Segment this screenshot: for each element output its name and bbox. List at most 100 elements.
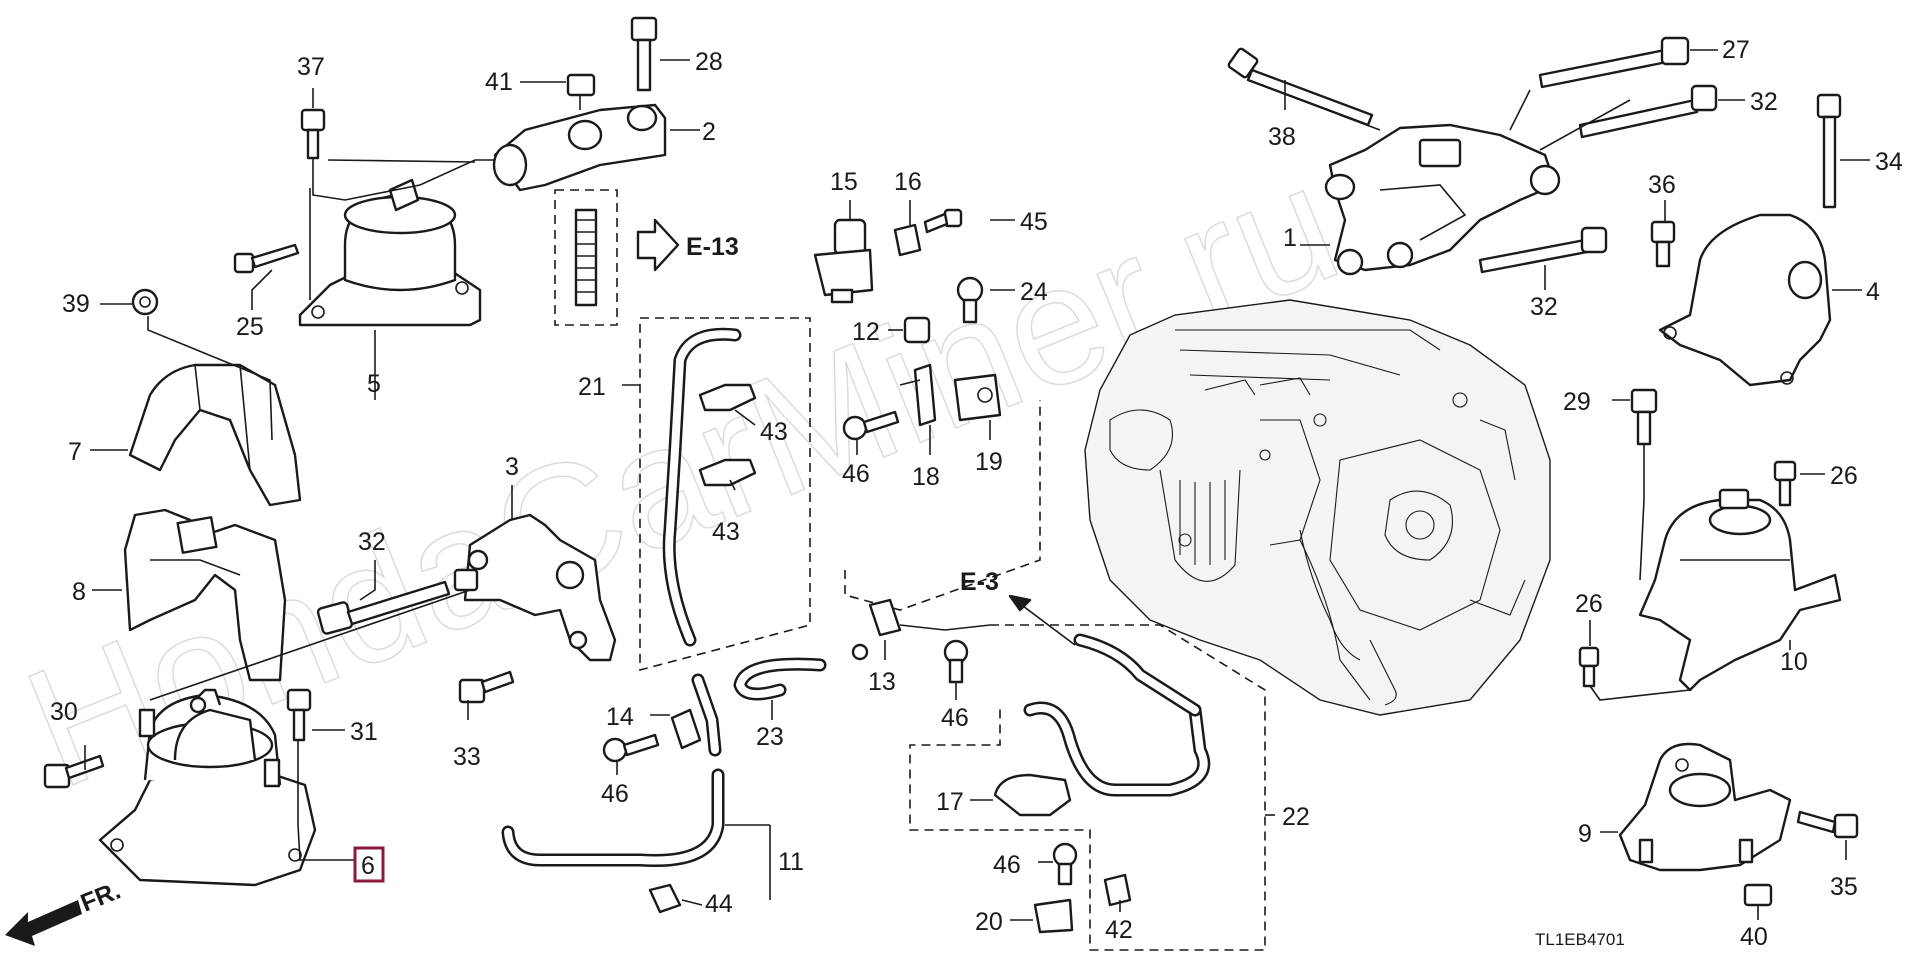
callout-22[interactable]: 22: [1282, 803, 1310, 831]
part-10-mount[interactable]: [1638, 488, 1842, 692]
clip-43-upper[interactable]: [698, 383, 757, 412]
stud-bolt[interactable]: [554, 189, 618, 326]
callout-5[interactable]: 5: [367, 370, 381, 398]
clip-44[interactable]: [648, 883, 682, 914]
bolt-33[interactable]: [458, 670, 515, 704]
callout-37[interactable]: 37: [297, 53, 325, 81]
callout-32-left[interactable]: 32: [358, 528, 386, 556]
callout-18[interactable]: 18: [912, 463, 940, 491]
callout-46-lower[interactable]: 46: [993, 851, 1021, 879]
callout-10[interactable]: 10: [1780, 648, 1808, 676]
callout-44[interactable]: 44: [705, 890, 733, 918]
callout-16[interactable]: 16: [894, 168, 922, 196]
callout-34[interactable]: 34: [1875, 148, 1903, 176]
callout-1[interactable]: 1: [1283, 224, 1297, 252]
callout-28[interactable]: 28: [695, 48, 723, 76]
part-1-bracket[interactable]: [1324, 123, 1561, 276]
part-14-bracket[interactable]: [670, 673, 722, 757]
bolt-46-middle[interactable]: [943, 639, 969, 684]
bolt-36[interactable]: [1650, 220, 1676, 268]
part-11-hose[interactable]: [501, 768, 771, 900]
part-4-mount[interactable]: [1658, 213, 1832, 387]
callout-31[interactable]: 31: [350, 718, 378, 746]
bolt-31[interactable]: [286, 688, 312, 742]
callout-17[interactable]: 17: [936, 788, 964, 816]
callout-27[interactable]: 27: [1722, 36, 1750, 64]
bolt-45[interactable]: [923, 208, 963, 234]
callout-43-upper[interactable]: 43: [760, 418, 788, 446]
callout-42[interactable]: 42: [1105, 916, 1133, 944]
bolt-46-left[interactable]: [602, 733, 660, 763]
part-22-hose-assembly[interactable]: [909, 624, 1266, 951]
callout-14[interactable]: 14: [606, 703, 634, 731]
part-7-cover[interactable]: [128, 363, 302, 507]
callout-13[interactable]: 13: [868, 668, 896, 696]
part-23-hose[interactable]: [733, 400, 1041, 701]
callout-33[interactable]: 33: [453, 743, 481, 771]
callout-40[interactable]: 40: [1740, 923, 1768, 951]
callout-32-upper[interactable]: 32: [1750, 88, 1778, 116]
callout-24[interactable]: 24: [1020, 278, 1048, 306]
callout-20[interactable]: 20: [975, 908, 1003, 936]
bolt-35[interactable]: [1796, 810, 1859, 839]
part-21-hose-assembly[interactable]: [639, 317, 811, 672]
bolt-28[interactable]: [630, 16, 658, 92]
callout-26-upper[interactable]: 26: [1830, 462, 1858, 490]
part-18-bracket[interactable]: [899, 363, 937, 427]
reference-label-e3[interactable]: E-3: [960, 568, 999, 596]
callout-8[interactable]: 8: [72, 578, 86, 606]
part-13-sensor[interactable]: [851, 598, 991, 661]
bolt-32-long-left[interactable]: [316, 580, 451, 635]
callout-12[interactable]: 12: [852, 318, 880, 346]
callout-41[interactable]: 41: [485, 68, 513, 96]
part-9-mount[interactable]: [1618, 742, 1792, 872]
part-19-bracket[interactable]: [953, 373, 1002, 422]
part-17-clamp[interactable]: [993, 773, 1072, 817]
bolt-38-long[interactable]: [1227, 47, 1374, 127]
callout-45[interactable]: 45: [1020, 208, 1048, 236]
bolt-26-lower[interactable]: [1578, 646, 1600, 688]
callout-46-left[interactable]: 46: [601, 780, 629, 808]
callout-46-middle[interactable]: 46: [941, 704, 969, 732]
bolt-32-lower-right[interactable]: [1478, 226, 1608, 274]
bolt-25[interactable]: [233, 243, 300, 274]
callout-36[interactable]: 36: [1648, 171, 1676, 199]
part-2-bracket[interactable]: [492, 103, 667, 192]
reference-label-e13[interactable]: E-13: [686, 233, 739, 261]
part-15-solenoid[interactable]: [813, 218, 874, 304]
part-5-mount-rubber[interactable]: [298, 178, 482, 327]
clip-43-lower[interactable]: [698, 458, 757, 487]
callout-30[interactable]: 30: [50, 698, 78, 726]
callout-23[interactable]: 23: [756, 723, 784, 751]
bolt-46-upper[interactable]: [842, 410, 900, 441]
bolt-29[interactable]: [1630, 388, 1658, 446]
bolt-24[interactable]: [956, 276, 984, 324]
bolt-46-lower[interactable]: [1052, 842, 1078, 886]
nut-41[interactable]: [566, 73, 596, 97]
callout-9[interactable]: 9: [1578, 820, 1592, 848]
callout-4[interactable]: 4: [1866, 278, 1880, 306]
part-3-bracket[interactable]: [453, 513, 617, 662]
nut-39[interactable]: [131, 288, 159, 316]
callout-3[interactable]: 3: [505, 453, 519, 481]
callout-6[interactable]: 6: [361, 852, 375, 880]
part-42-clip[interactable]: [1103, 873, 1132, 907]
part-8-cover[interactable]: [123, 508, 287, 682]
callout-43-lower[interactable]: 43: [712, 518, 740, 546]
callout-29[interactable]: 29: [1563, 388, 1591, 416]
callout-7[interactable]: 7: [68, 438, 82, 466]
bolt-34[interactable]: [1816, 93, 1842, 209]
bolt-26-upper[interactable]: [1773, 460, 1797, 507]
part-20-holder[interactable]: [1033, 898, 1074, 934]
callout-35[interactable]: 35: [1830, 873, 1858, 901]
callout-2[interactable]: 2: [702, 118, 716, 146]
bolt-37[interactable]: [300, 108, 326, 160]
callout-32-lower[interactable]: 32: [1530, 293, 1558, 321]
callout-11[interactable]: 11: [778, 848, 804, 876]
callout-39[interactable]: 39: [62, 290, 90, 318]
callout-21[interactable]: 21: [578, 373, 606, 401]
part-16-connector[interactable]: [893, 223, 922, 257]
callout-26-lower[interactable]: 26: [1575, 590, 1603, 618]
part-12-clip[interactable]: [903, 316, 931, 344]
bolt-27-long[interactable]: [1538, 36, 1690, 89]
